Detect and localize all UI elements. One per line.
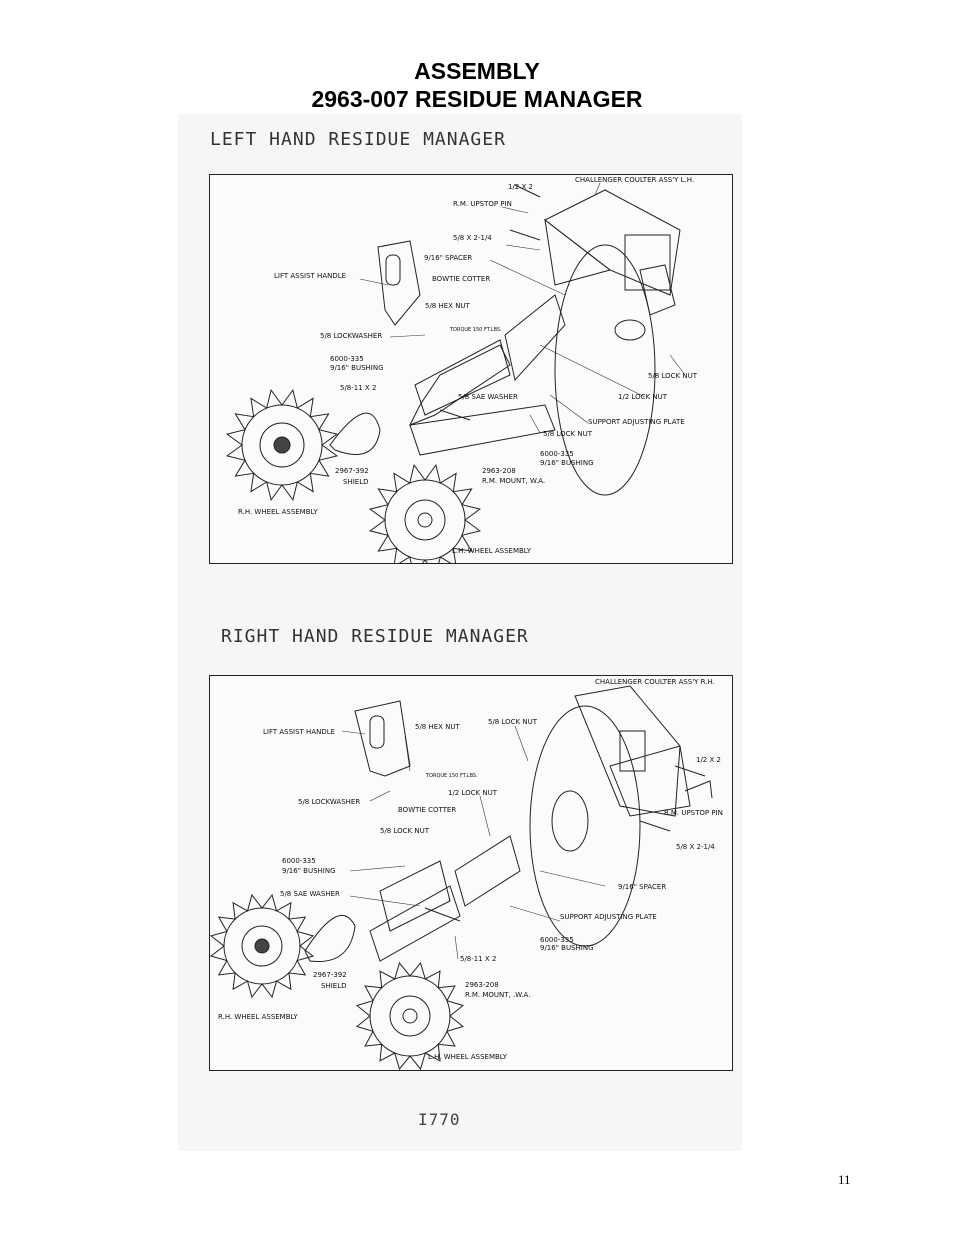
wheel-teeth: [210, 893, 315, 999]
lift-assist-handle-shape: [377, 240, 421, 326]
label-bushing-part-2: 6000-335: [540, 936, 574, 944]
label-torque: TORQUE 150 FT.LBS.: [426, 773, 478, 779]
label-lock-nut-5-8: 5/8 LOCK NUT: [380, 827, 429, 835]
rm-mount-shape: [409, 404, 556, 456]
label-torque: TORQUE 150 FT.LBS.: [450, 327, 502, 333]
label-lock-nut-5-8-b: 5/8 LOCK NUT: [543, 430, 592, 438]
right-hand-section-title: RIGHT HAND RESIDUE MANAGER: [221, 626, 529, 647]
right-hand-diagram-art: [210, 685, 713, 1070]
rh-wheel: [210, 893, 315, 999]
right-hand-diagram: CHALLENGER COULTER ASS'Y R.H. LIFT ASSIS…: [209, 675, 733, 1071]
wheel-teeth: [355, 961, 465, 1070]
rm-mount-shape: [369, 885, 461, 962]
label-bushing-part-2: 6000-335: [540, 450, 574, 458]
label-bolt-5-8-11-x-2: 5/8-11 X 2: [340, 384, 377, 392]
lift-assist-handle-shape: [354, 700, 411, 777]
label-shield: SHIELD: [321, 982, 347, 990]
label-shield-part: 2967-392: [335, 467, 369, 475]
label-sae-washer: 5/8 SAE WASHER: [458, 393, 518, 401]
wheel-teeth: [368, 463, 482, 563]
label-spacer: 9/16" SPACER: [424, 254, 473, 262]
label-half-x-2: 1/2 X 2: [508, 183, 533, 191]
label-bolt-5-8-11-x-2: 5/8-11 X 2: [460, 955, 497, 963]
coulter-bracket: [574, 685, 681, 817]
model-number: I770: [418, 1110, 461, 1129]
label-bushing: 9/16" BUSHING: [282, 867, 336, 875]
label-five-eighths-x-2-quarter: 5/8 X 2-1/4: [453, 234, 492, 242]
label-hex-nut: 5/8 HEX NUT: [415, 723, 460, 731]
label-shield-part: 2967-392: [313, 971, 347, 979]
label-hex-nut: 5/8 HEX NUT: [425, 302, 470, 310]
page-title-line-1: ASSEMBLY: [414, 58, 540, 84]
label-mount: R.M. MOUNT, .W.A.: [465, 991, 531, 999]
rh-wheel: [225, 388, 339, 502]
left-hand-diagram: 1/2 X 2 CHALLENGER COULTER ASS'Y L.H. R.…: [209, 174, 733, 564]
label-lock-nut-half: 1/2 LOCK NUT: [618, 393, 667, 401]
label-mount: R.M. MOUNT, W.A.: [482, 477, 546, 485]
label-mount-part: 2963-208: [465, 981, 499, 989]
label-bushing-2: 9/16" BUSHING: [540, 944, 594, 952]
label-spacer: 9/16" SPACER: [618, 883, 667, 891]
label-lock-nut-5-8-a: 5/8 LOCK NUT: [648, 372, 697, 380]
support-adjusting-plate-shape: [454, 835, 521, 907]
support-adjusting-plate-shape: [504, 294, 566, 382]
label-bushing-part: 6000-335: [330, 355, 364, 363]
page-number: 11: [838, 1172, 851, 1187]
label-lockwasher: 5/8 LOCKWASHER: [298, 798, 361, 806]
label-challenger-coulter: CHALLENGER COULTER ASS'Y L.H.: [575, 176, 695, 184]
label-mount-part: 2963-208: [482, 467, 516, 475]
label-lh-wheel: L.H. WHEEL ASSEMBLY: [452, 547, 532, 555]
wheel-teeth: [225, 388, 339, 502]
label-rm-upstop-pin: R.M. UPSTOP PIN: [453, 200, 512, 208]
label-rh-wheel: R.H. WHEEL ASSEMBLY: [218, 1013, 298, 1021]
label-support-adjusting-plate: SUPPORT ADJUSTING PLATE: [560, 913, 657, 921]
label-half-x-2: 1/2 X 2: [696, 756, 721, 764]
label-bushing: 9/16" BUSHING: [330, 364, 384, 372]
left-hand-section-title: LEFT HAND RESIDUE MANAGER: [210, 129, 506, 150]
label-shield: SHIELD: [343, 478, 369, 486]
label-bushing-2: 9/16" BUSHING: [540, 459, 594, 467]
label-support-adjusting-plate: SUPPORT ADJUSTING PLATE: [588, 418, 685, 426]
label-challenger-coulter: CHALLENGER COULTER ASS'Y R.H.: [595, 678, 715, 686]
label-bowtie-cotter: BOWTIE COTTER: [398, 806, 457, 814]
page-title-line-2: 2963-007 RESIDUE MANAGER: [311, 86, 643, 112]
shield-shape: [304, 915, 356, 963]
shield-shape: [329, 412, 381, 455]
coulter-bracket: [544, 189, 681, 296]
label-bushing-part: 6000-335: [282, 857, 316, 865]
label-five-eighths-x-2-quarter: 5/8 X 2-1/4: [676, 843, 715, 851]
label-lock-nut-half: 1/2 LOCK NUT: [448, 789, 497, 797]
label-lock-nut-5-8-top: 5/8 LOCK NUT: [488, 718, 537, 726]
coulter-disc: [554, 244, 656, 496]
lh-wheel: [368, 463, 482, 563]
label-lift-assist-handle: LIFT ASSIST HANDLE: [274, 272, 347, 280]
lh-wheel: [355, 961, 465, 1070]
label-rm-upstop-pin: R.M. UPSTOP PIN: [664, 809, 723, 817]
coulter-disc: [529, 705, 641, 947]
label-sae-washer: 5/8 SAE WASHER: [280, 890, 340, 898]
label-bowtie-cotter: BOWTIE COTTER: [432, 275, 491, 283]
label-rh-wheel: R.H. WHEEL ASSEMBLY: [238, 508, 318, 516]
left-hand-diagram-art: [225, 182, 686, 563]
label-lift-assist-handle: LIFT ASSIST HANDLE: [263, 728, 336, 736]
label-lockwasher: 5/8 LOCKWASHER: [320, 332, 383, 340]
label-lh-wheel: L.H. WHEEL ASSEMBLY: [428, 1053, 508, 1061]
